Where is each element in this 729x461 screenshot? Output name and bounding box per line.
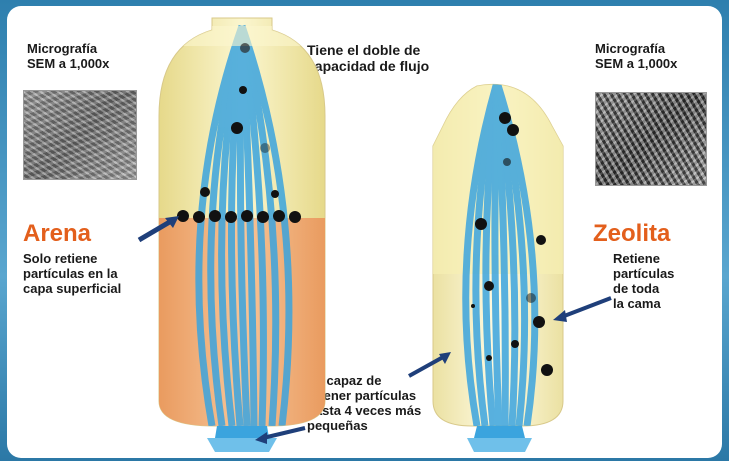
diagram-card: Micrografía SEM a 1,000x Micrografía SEM…	[7, 6, 722, 458]
zeolita-tank	[431, 82, 565, 452]
tanks-illustration	[7, 6, 722, 458]
arena-tank	[157, 18, 327, 452]
